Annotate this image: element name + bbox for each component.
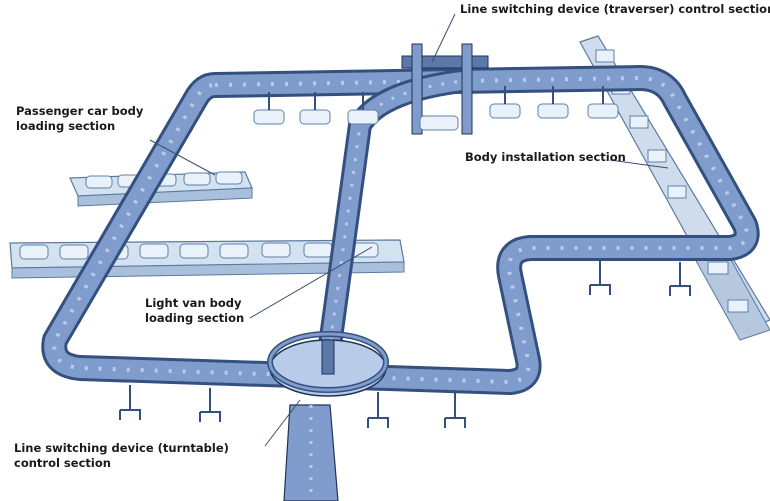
bottom-hangers [119,260,691,428]
passenger-car-label: Passenger car body loading section [16,104,144,133]
light-van-label: Light van body loading section [145,296,245,325]
hanging-carriers [253,103,619,125]
turntable-device [267,331,389,397]
turntable-label: Line switching device (turntable) contro… [14,441,229,470]
traverser-device [401,43,489,135]
exit-track [283,404,339,501]
outer-loop-track [41,65,760,395]
traverser-label: Line switching device (traverser) contro… [460,2,770,16]
body-installation-label: Body installation section [465,150,626,164]
leader-lines [149,13,669,447]
carrier-hangers [268,86,604,110]
